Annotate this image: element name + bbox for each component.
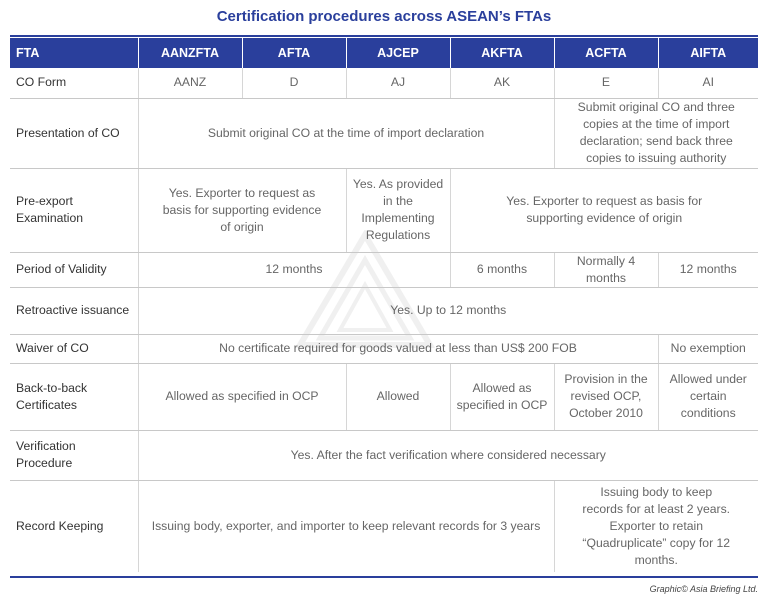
- table-row: CO Form AANZ D AJ AK E AI: [10, 68, 758, 99]
- table-row: Waiver of CO No certificate required for…: [10, 334, 758, 364]
- row-label: Period of Validity: [10, 252, 139, 288]
- table-cell: No exemption: [658, 334, 758, 364]
- header-fta: FTA: [10, 38, 139, 68]
- table-row: Pre-export Examination Yes. Exporter to …: [10, 168, 758, 253]
- table-cell: Issuing body, exporter, and importer to …: [138, 480, 555, 572]
- row-label: Back-to-back Certificates: [10, 363, 139, 431]
- row-label: Presentation of CO: [10, 98, 139, 169]
- table-row: Presentation of CO Submit original CO at…: [10, 98, 758, 169]
- table-cell: 12 months: [658, 252, 758, 288]
- table-row: Record Keeping Issuing body, exporter, a…: [10, 480, 758, 572]
- table-cell: Issuing body to keep records for at leas…: [582, 484, 731, 567]
- header-akfta: AKFTA: [450, 38, 555, 68]
- table-cell: Yes. After the fact verification where c…: [138, 430, 758, 481]
- bottom-rule: [10, 576, 758, 578]
- table-cell: Submit original CO at the time of import…: [138, 98, 555, 169]
- table-cell: Provision in the revised OCP, October 20…: [554, 363, 659, 431]
- table-row: Back-to-back Certificates Allowed as spe…: [10, 363, 758, 431]
- table-cell: No certificate required for goods valued…: [138, 334, 659, 364]
- row-label: CO Form: [10, 68, 139, 99]
- table-cell: Allowed as specified in OCP: [138, 363, 347, 431]
- table-title: Certification procedures across ASEAN’s …: [216, 8, 552, 25]
- table-row: Retroactive issuance Yes. Up to 12 month…: [10, 287, 758, 335]
- table-cell: Submit original CO and three copies at t…: [554, 98, 758, 169]
- header-aifta: AIFTA: [658, 38, 758, 68]
- table-cell: Allowed under certain conditions: [658, 363, 758, 431]
- graphic-credit: Graphic© Asia Briefing Ltd.: [649, 584, 758, 594]
- table-row: Verification Procedure Yes. After the fa…: [10, 430, 758, 481]
- top-rule: [10, 35, 758, 37]
- table-cell: AJ: [346, 68, 451, 99]
- header-acfta: ACFTA: [554, 38, 659, 68]
- row-label: Record Keeping: [10, 480, 139, 572]
- header-afta: AFTA: [242, 38, 347, 68]
- certification-table: FTA AANZFTA AFTA AJCEP AKFTA ACFTA AIFTA…: [10, 38, 758, 572]
- table-cell: Allowed as specified in OCP: [450, 363, 555, 431]
- table-cell: Yes. Exporter to request as basis for su…: [138, 168, 347, 253]
- table-cell: 6 months: [450, 252, 555, 288]
- row-label: Waiver of CO: [10, 334, 139, 364]
- table-cell: 12 months: [138, 252, 451, 288]
- table-row: Period of Validity 12 months 6 months No…: [10, 252, 758, 288]
- table-cell: Normally 4 months: [554, 252, 659, 288]
- table-cell: E: [554, 68, 659, 99]
- table-cell: AI: [658, 68, 758, 99]
- table-cell: AK: [450, 68, 555, 99]
- row-label: Retroactive issuance: [10, 287, 139, 335]
- table-cell: Yes. Exporter to request as basis for su…: [450, 168, 758, 253]
- table-cell: Allowed: [346, 363, 451, 431]
- table-cell: AANZ: [138, 68, 243, 99]
- row-label: Pre-export Examination: [10, 168, 139, 253]
- header-ajcep: AJCEP: [346, 38, 451, 68]
- table-cell: Yes. Up to 12 months: [138, 287, 758, 335]
- row-label: Verification Procedure: [10, 430, 139, 481]
- table-cell: D: [242, 68, 347, 99]
- header-row: FTA AANZFTA AFTA AJCEP AKFTA ACFTA AIFTA: [10, 38, 758, 68]
- table-cell: Yes. As provided in the Implementing Reg…: [346, 168, 451, 253]
- header-aanzfta: AANZFTA: [138, 38, 243, 68]
